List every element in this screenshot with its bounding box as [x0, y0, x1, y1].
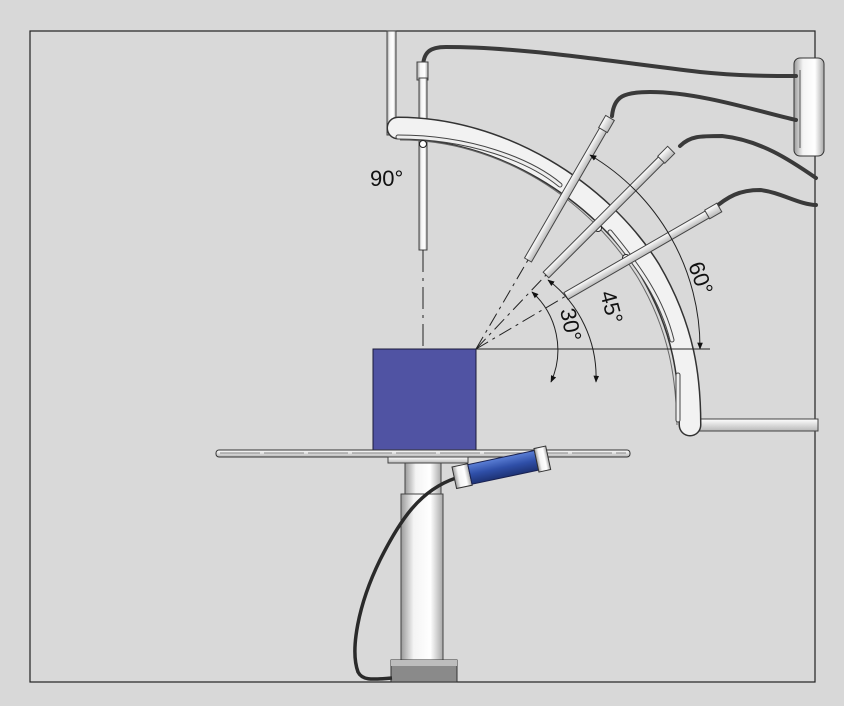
blue-sensor: [451, 445, 552, 490]
probe-90: [386, 30, 429, 348]
sample-block: [372, 348, 477, 451]
angle-label-90: 90°: [370, 166, 403, 191]
probe-60: [523, 114, 616, 263]
sensor-cable: [353, 476, 457, 681]
angle-arcs: [531, 154, 703, 383]
support-stand: [390, 462, 458, 683]
probe-cables: [421, 44, 818, 212]
